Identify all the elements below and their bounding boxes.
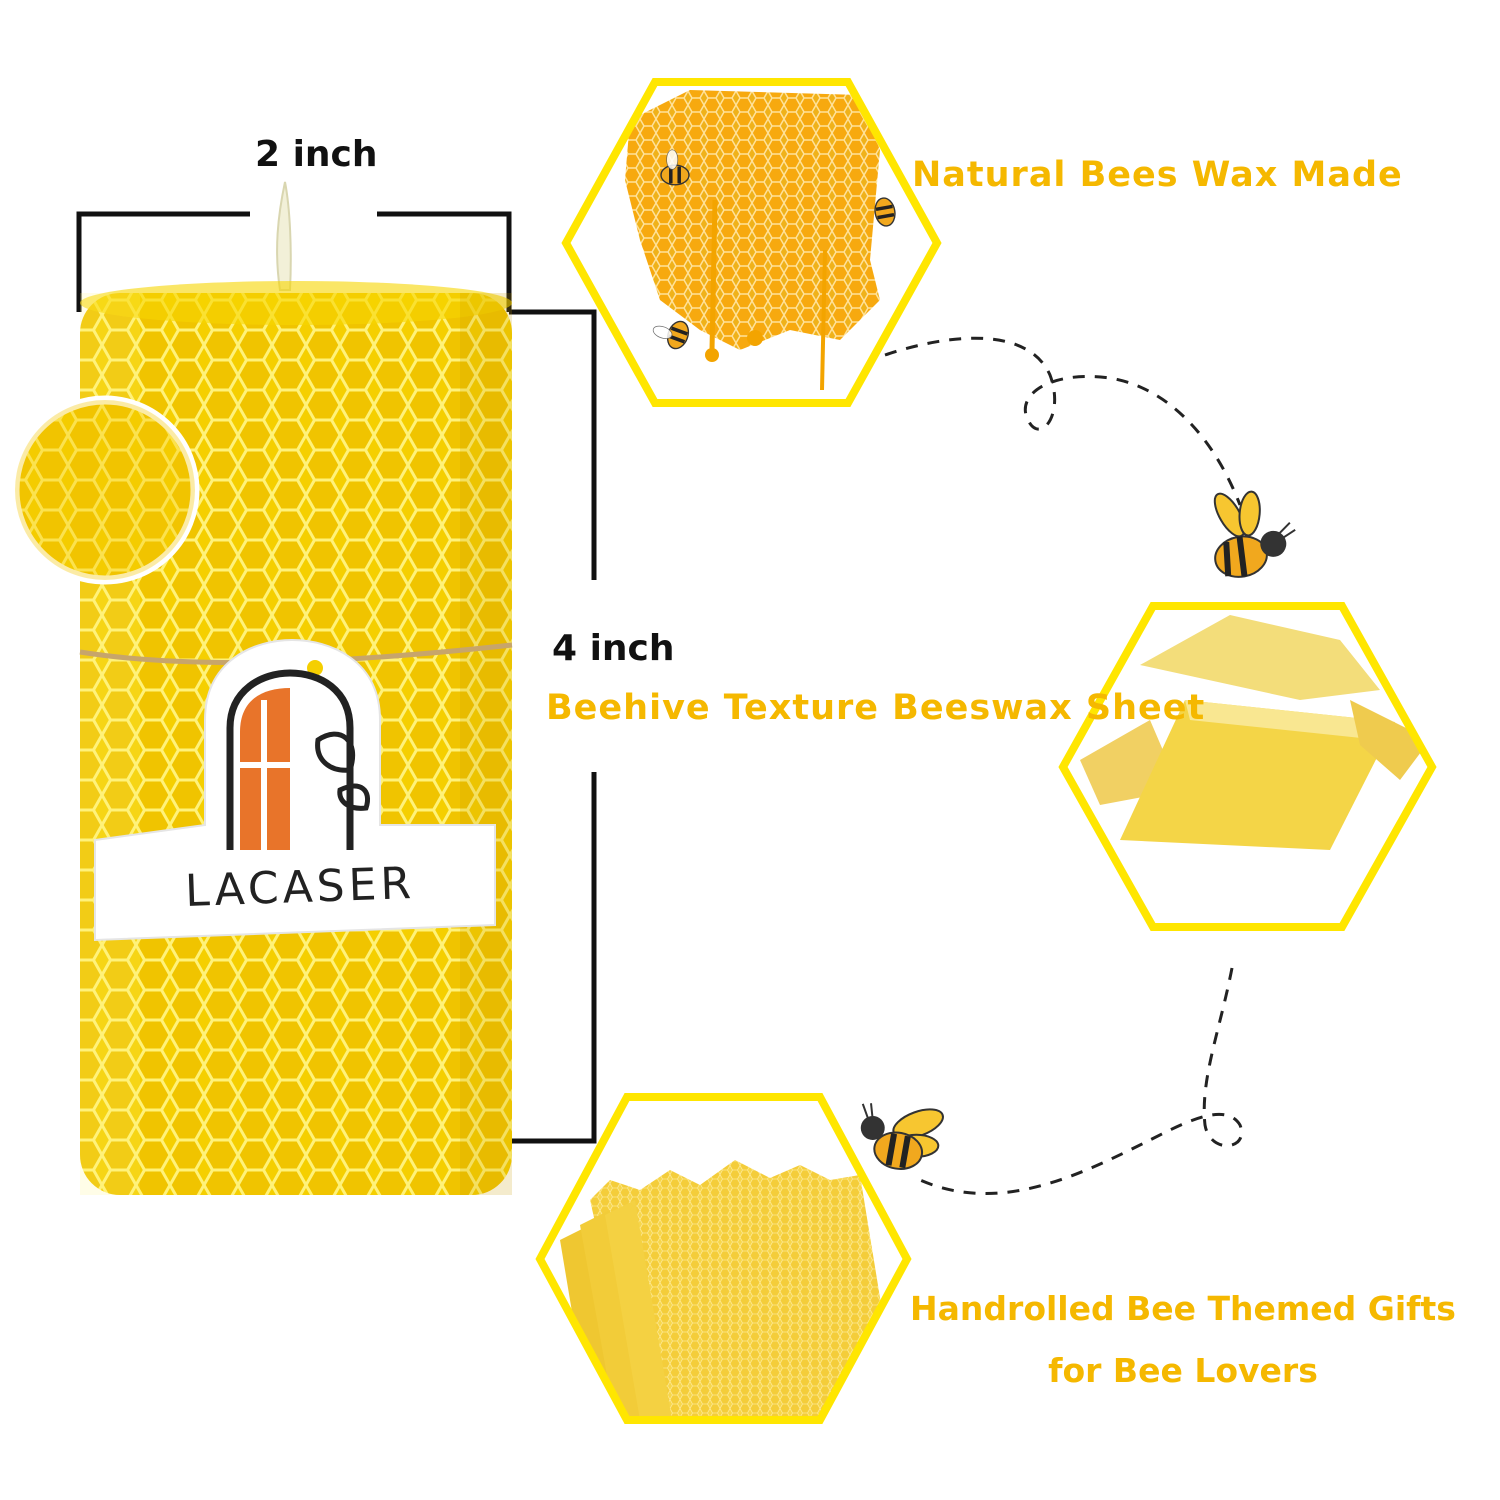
flight-path-bottom bbox=[919, 967, 1244, 1195]
candle-wick bbox=[276, 181, 292, 291]
height-label: 4 inch bbox=[552, 628, 675, 669]
beeswax-block-hexagon bbox=[1058, 602, 1437, 931]
height-bracket bbox=[509, 309, 597, 1144]
bee-icon bbox=[660, 149, 690, 186]
feature-gift-line2: for Bee Lovers bbox=[1048, 1351, 1318, 1390]
window-logo-icon bbox=[226, 669, 370, 850]
feature-beehive-texture: Beehive Texture Beeswax Sheet bbox=[546, 688, 1206, 728]
width-bracket bbox=[76, 211, 512, 312]
bee-icon bbox=[874, 197, 896, 227]
bee-icon bbox=[860, 1103, 944, 1170]
feature-natural-beeswax: Natural Bees Wax Made bbox=[912, 155, 1403, 195]
beeswax-sheets-hexagon bbox=[535, 1093, 912, 1424]
bee-icon bbox=[652, 320, 690, 350]
flight-path-top bbox=[884, 336, 1242, 506]
width-label: 2 inch bbox=[255, 134, 378, 175]
texture-zoom-circle bbox=[10, 395, 200, 585]
leaf-icon bbox=[315, 731, 356, 773]
feature-handrolled-gifts: Handrolled Bee Themed Gifts for Bee Love… bbox=[900, 1278, 1466, 1402]
brand-tag bbox=[94, 638, 496, 942]
bee-icon bbox=[1213, 490, 1296, 578]
feature-gift-line1: Handrolled Bee Themed Gifts bbox=[910, 1289, 1456, 1328]
honeycomb-hexagon bbox=[561, 78, 942, 407]
